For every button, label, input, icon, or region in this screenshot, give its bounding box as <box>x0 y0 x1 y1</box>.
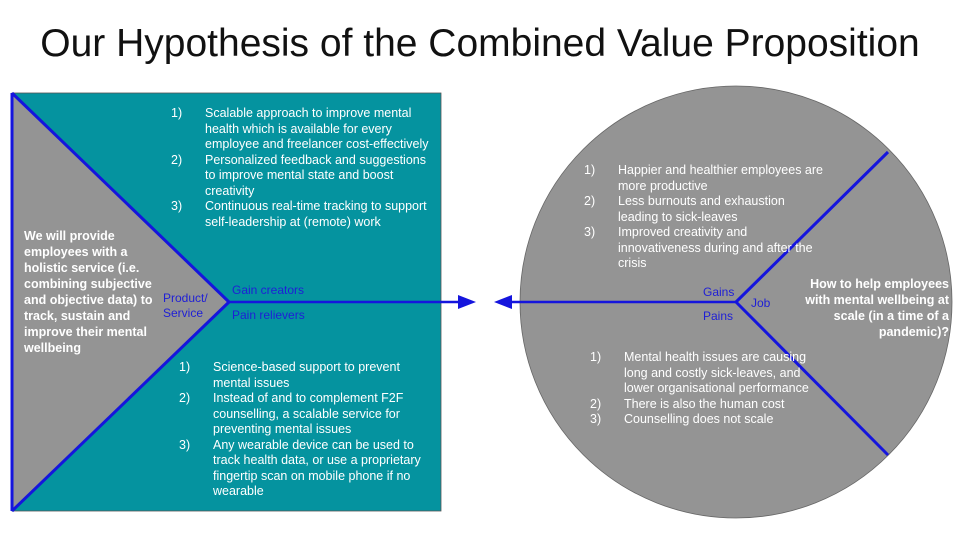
product-service-label: Product/ Service <box>163 291 208 320</box>
gain-creators-label: Gain creators <box>232 283 305 297</box>
gains-label: Gains <box>703 285 735 299</box>
job-lower-line <box>734 300 890 457</box>
list-item: 3)Continuous real-time tracking to suppo… <box>171 199 427 229</box>
list-item: 3)Counselling does not scale <box>590 412 774 426</box>
pains-label: Pains <box>703 309 734 323</box>
pains-list: 1)Mental health issues are causing long … <box>590 350 810 428</box>
slide-title: Our Hypothesis of the Combined Value Pro… <box>40 22 920 65</box>
pain-relievers-list: 1)Science-based support to prevent menta… <box>179 360 437 500</box>
job-label: Job <box>751 296 771 310</box>
left-arrow-head <box>494 295 512 309</box>
job-description: How to help employees with mental wellbe… <box>805 277 949 339</box>
product-service-triangle <box>12 93 229 511</box>
gains-list: 1)Happier and healthier employees are mo… <box>584 163 824 272</box>
triangle-lower-edge <box>10 300 231 513</box>
list-item: 3)Improved creativity and innovativeness… <box>584 225 813 270</box>
pain-relievers-label: Pain relievers <box>232 308 305 322</box>
list-item: 2)There is also the human cost <box>590 396 785 411</box>
list-item: 1)Happier and healthier employees are mo… <box>584 163 823 193</box>
list-item: 2)Personalized feedback and suggestions … <box>171 152 426 198</box>
list-item: 2)Instead of and to complement F2F couns… <box>179 391 404 436</box>
triangle-upper-edge <box>10 91 231 304</box>
list-item: 1)Mental health issues are causing long … <box>590 350 809 395</box>
gain-creators-list: 1)Scalable approach to improve mental he… <box>171 106 433 230</box>
list-item: 2)Less burnouts and exhaustion leading t… <box>584 194 785 224</box>
list-item: 1)Scalable approach to improve mental he… <box>171 106 429 151</box>
list-item: 1)Science-based support to prevent menta… <box>179 360 400 390</box>
job-upper-line <box>734 150 890 304</box>
service-description: We will provide employees with a holisti… <box>24 229 153 355</box>
right-arrow-head <box>458 295 476 309</box>
list-item: 3)Any wearable device can be used to tra… <box>179 437 421 499</box>
